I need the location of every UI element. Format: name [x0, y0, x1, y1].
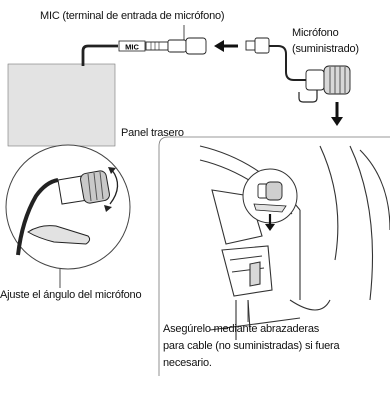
rear-panel-box	[7, 63, 116, 147]
secure-label-line2: para cable (no suministradas) si fuera	[163, 340, 340, 352]
car-interior-illustration	[199, 145, 390, 340]
adjust-angle-label: Ajuste el ángulo del micrófono	[0, 289, 142, 301]
secure-label-line1: Asegúrelo mediante abrazaderas	[163, 323, 320, 335]
down-arrow-head	[331, 117, 343, 126]
jack-socket-body	[145, 41, 169, 51]
microphone-label-line1: Micrófono	[292, 27, 339, 39]
mic-plug-body	[254, 37, 270, 54]
jack-socket-housing	[167, 39, 187, 53]
mic-port-tag	[118, 40, 146, 52]
microphone-label-line2: (suministrado)	[292, 43, 359, 55]
secure-label-line3: necesario.	[163, 357, 212, 369]
jack-socket-end	[185, 37, 207, 55]
mic-terminal-label: MIC (terminal de entrada de micrófono)	[40, 10, 225, 22]
mic-port-tag-text: MIC	[125, 43, 139, 52]
panel-cable	[81, 44, 118, 66]
car-interior-frame	[158, 136, 390, 376]
microphone-head	[305, 65, 351, 95]
insert-arrow-head	[214, 40, 224, 52]
mic-clip	[298, 84, 318, 103]
mic-plug-tip	[245, 40, 256, 51]
rear-panel-label: Panel trasero	[121, 127, 184, 139]
mic-cable	[269, 45, 308, 81]
angle-adjust-detail	[5, 144, 131, 270]
